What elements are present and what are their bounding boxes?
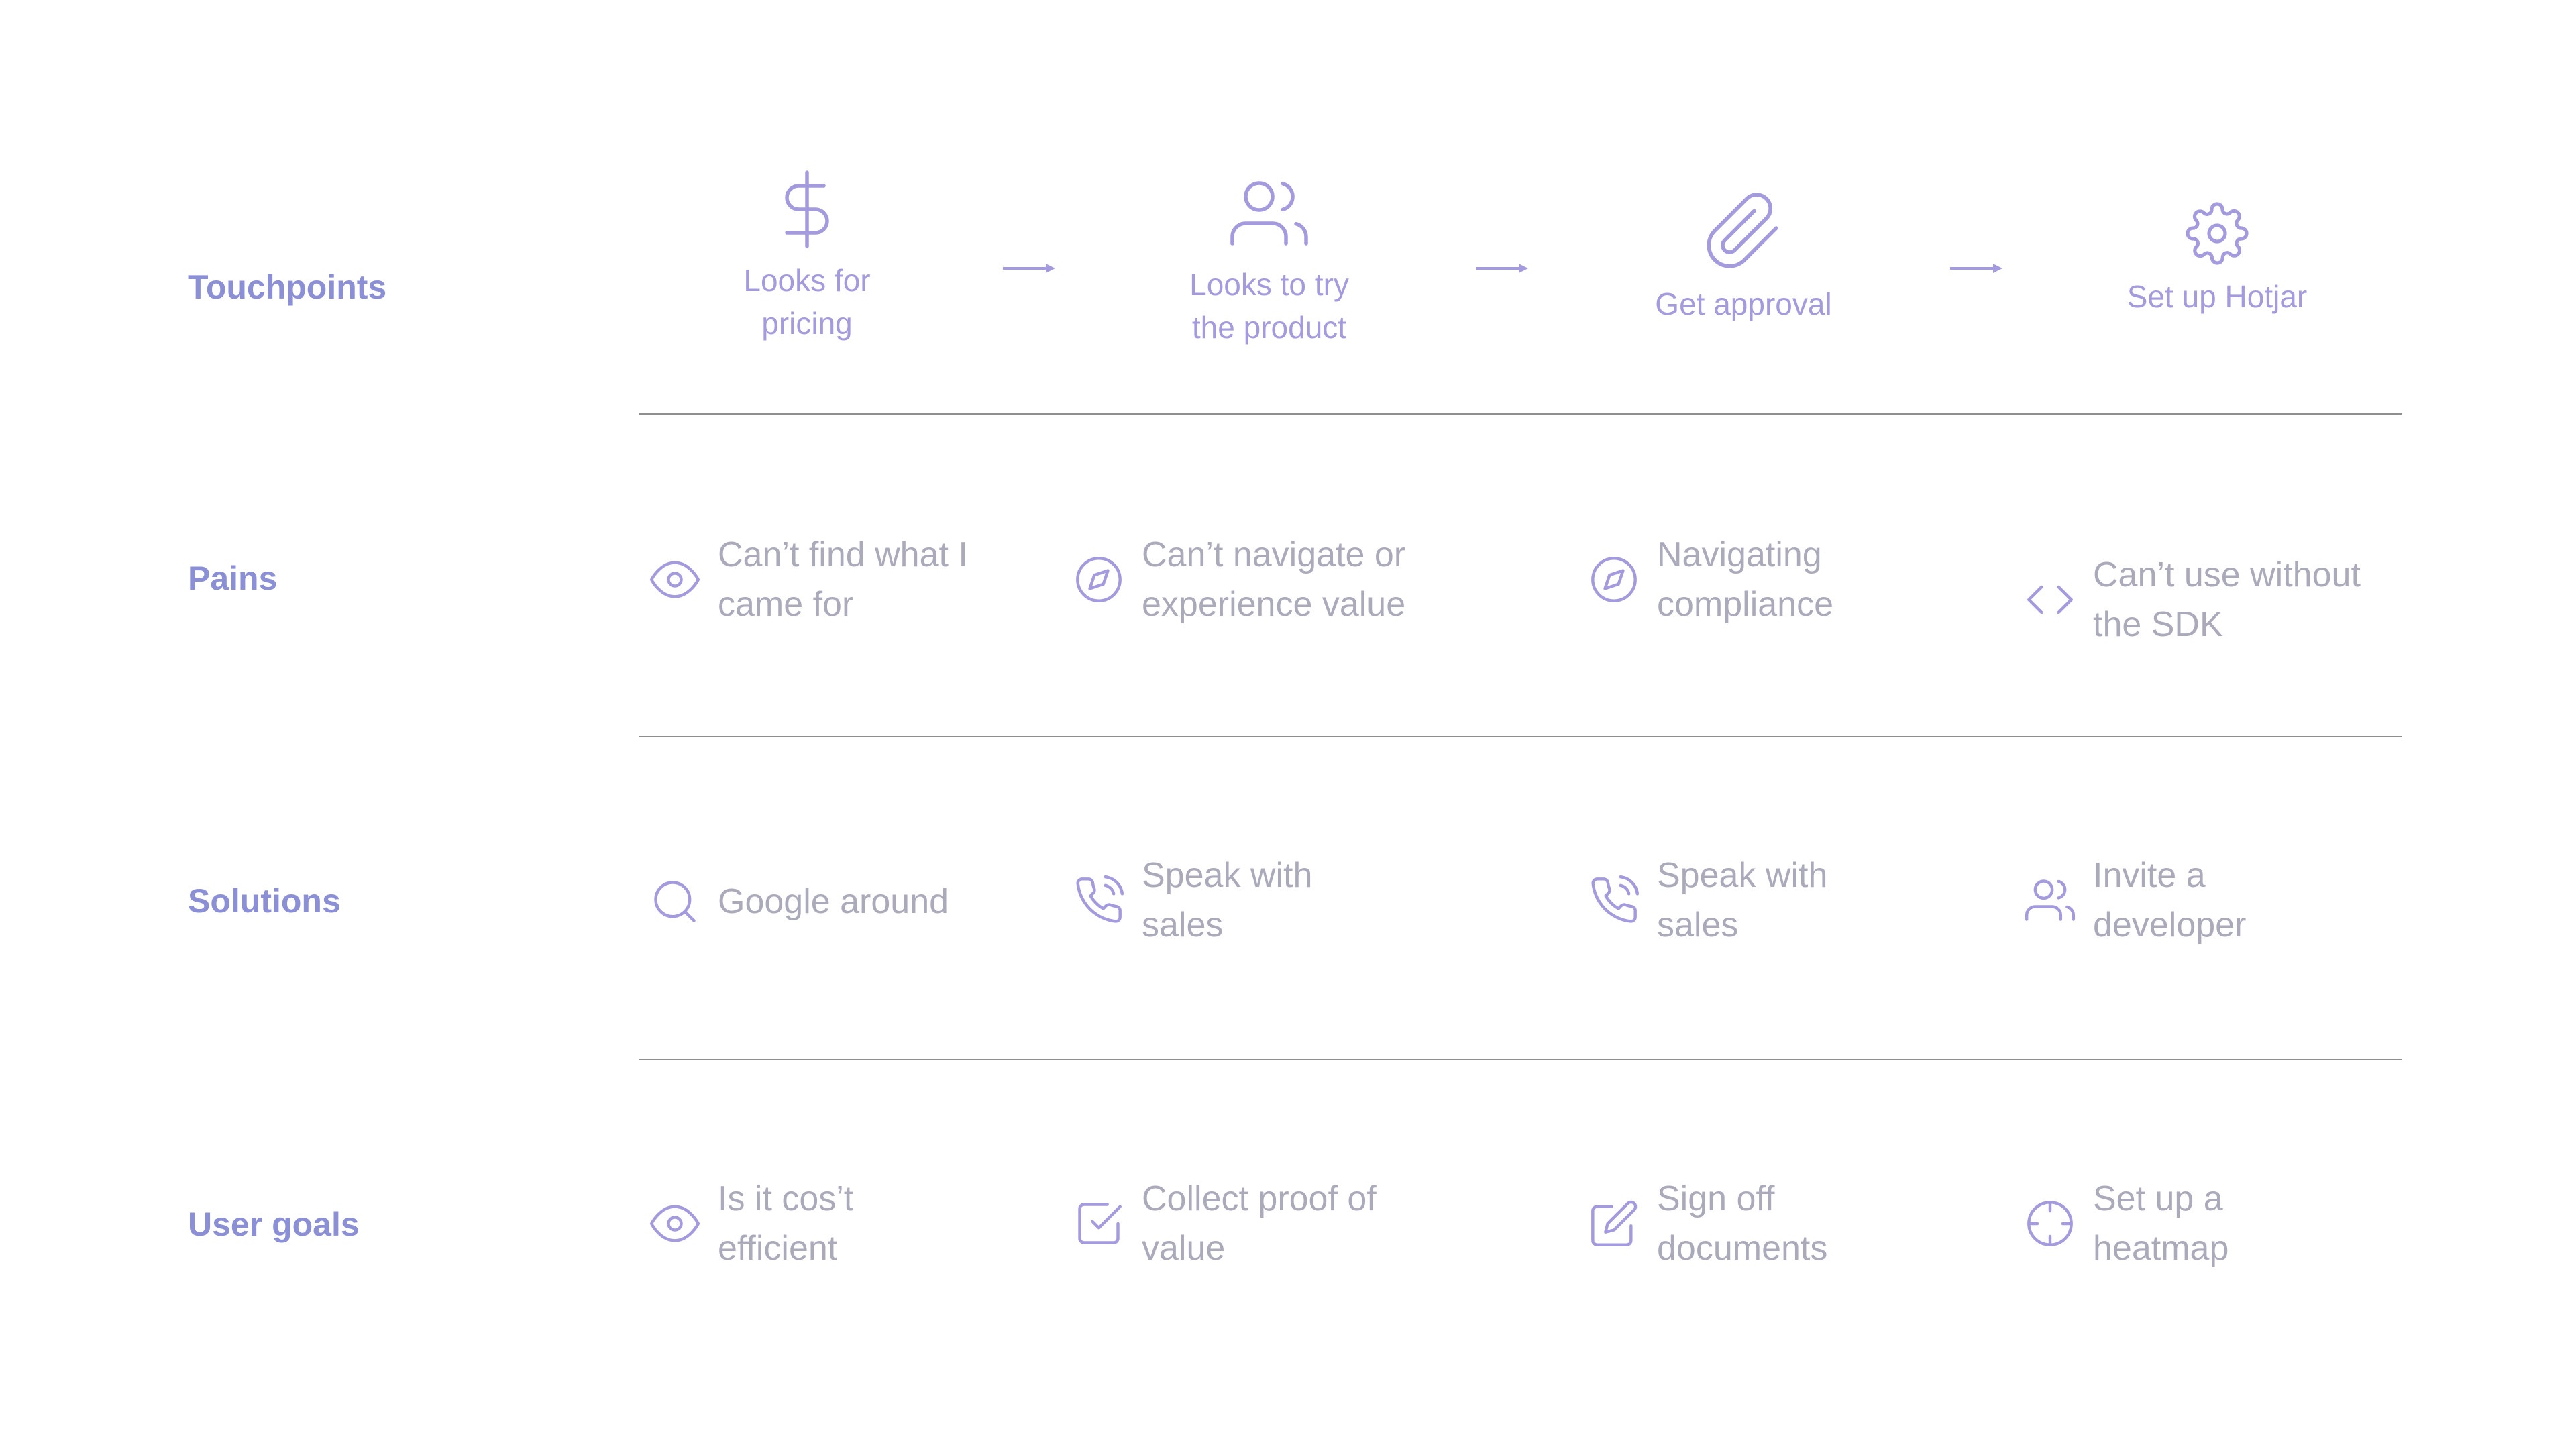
pain-text: Can’t use without the SDK <box>2093 555 2361 644</box>
pain-item: Can’t find what I came for <box>649 530 1000 629</box>
arrow-right-icon <box>1003 264 1055 273</box>
goal-item: Set up a heatmap <box>2025 1174 2267 1273</box>
touchpoint-label: Get approval <box>1655 286 1832 321</box>
arrow-right-icon <box>1476 264 1528 273</box>
goal-item: Sign off documents <box>1589 1174 1878 1273</box>
touchpoint-label: Looks for pricing <box>743 263 871 341</box>
paperclip-icon <box>1707 193 1778 268</box>
row-divider <box>639 413 2402 415</box>
touchpoint-label: Set up Hotjar <box>2127 279 2308 314</box>
eye-icon <box>649 1205 700 1242</box>
row-label-pains: Pains <box>188 559 278 597</box>
solution-item: Speak with sales <box>1589 851 1858 950</box>
crosshair-icon <box>2027 1201 2073 1246</box>
dollar-icon <box>785 170 829 248</box>
edit-icon <box>1591 1200 1638 1246</box>
compass-icon <box>1591 557 1637 602</box>
touchpoint-looks-to-try: Looks to try the product <box>1128 173 1410 349</box>
row-divider <box>639 736 2402 737</box>
pain-text: Navigating compliance <box>1657 535 1834 624</box>
users-icon <box>1230 181 1308 246</box>
goal-text: Set up a heatmap <box>2093 1179 2229 1268</box>
goal-text: Is it cos’t efficient <box>718 1179 854 1268</box>
pain-item: Navigating compliance <box>1589 530 1912 629</box>
solution-text: Google around <box>718 882 949 921</box>
goal-text: Sign off documents <box>1657 1179 1828 1268</box>
touchpoint-get-approval: Get approval <box>1603 190 1884 325</box>
check-square-icon <box>1078 1203 1122 1244</box>
touchpoint-label: Looks to try the product <box>1189 267 1349 345</box>
touchpoint-set-up-hotjar: Set up Hotjar <box>2076 201 2358 318</box>
row-divider <box>639 1059 2402 1060</box>
search-icon <box>654 881 696 922</box>
compass-icon <box>1076 557 1122 602</box>
pain-text: Can’t navigate or experience value <box>1142 535 1406 624</box>
row-label-touchpoints: Touchpoints <box>188 268 387 306</box>
pain-item: Can’t navigate or experience value <box>1073 530 1437 629</box>
solution-item: Google around <box>649 876 1000 927</box>
solution-text: Invite a developer <box>2093 856 2247 945</box>
solution-item: Speak with sales <box>1073 851 1343 950</box>
arrow-right-icon <box>1950 264 2002 273</box>
gear-icon <box>2186 202 2249 265</box>
pain-text: Can’t find what I came for <box>718 535 968 624</box>
users-icon <box>2025 879 2076 921</box>
code-icon <box>2027 585 2073 614</box>
solution-text: Speak with sales <box>1142 856 1313 945</box>
phone-call-icon <box>1591 875 1640 923</box>
phone-call-icon <box>1076 875 1124 923</box>
touchpoint-looks-for-pricing: Looks for pricing <box>666 169 948 345</box>
eye-icon <box>649 561 700 598</box>
goal-item: Collect proof of value <box>1073 1174 1410 1273</box>
goal-item: Is it cos’t efficient <box>649 1174 892 1273</box>
pain-item: Can’t use without the SDK <box>2025 550 2388 649</box>
row-label-user-goals: User goals <box>188 1205 360 1243</box>
solution-text: Speak with sales <box>1657 856 1828 945</box>
row-label-solutions: Solutions <box>188 882 341 920</box>
goal-text: Collect proof of value <box>1142 1179 1377 1268</box>
solution-item: Invite a developer <box>2025 851 2294 950</box>
